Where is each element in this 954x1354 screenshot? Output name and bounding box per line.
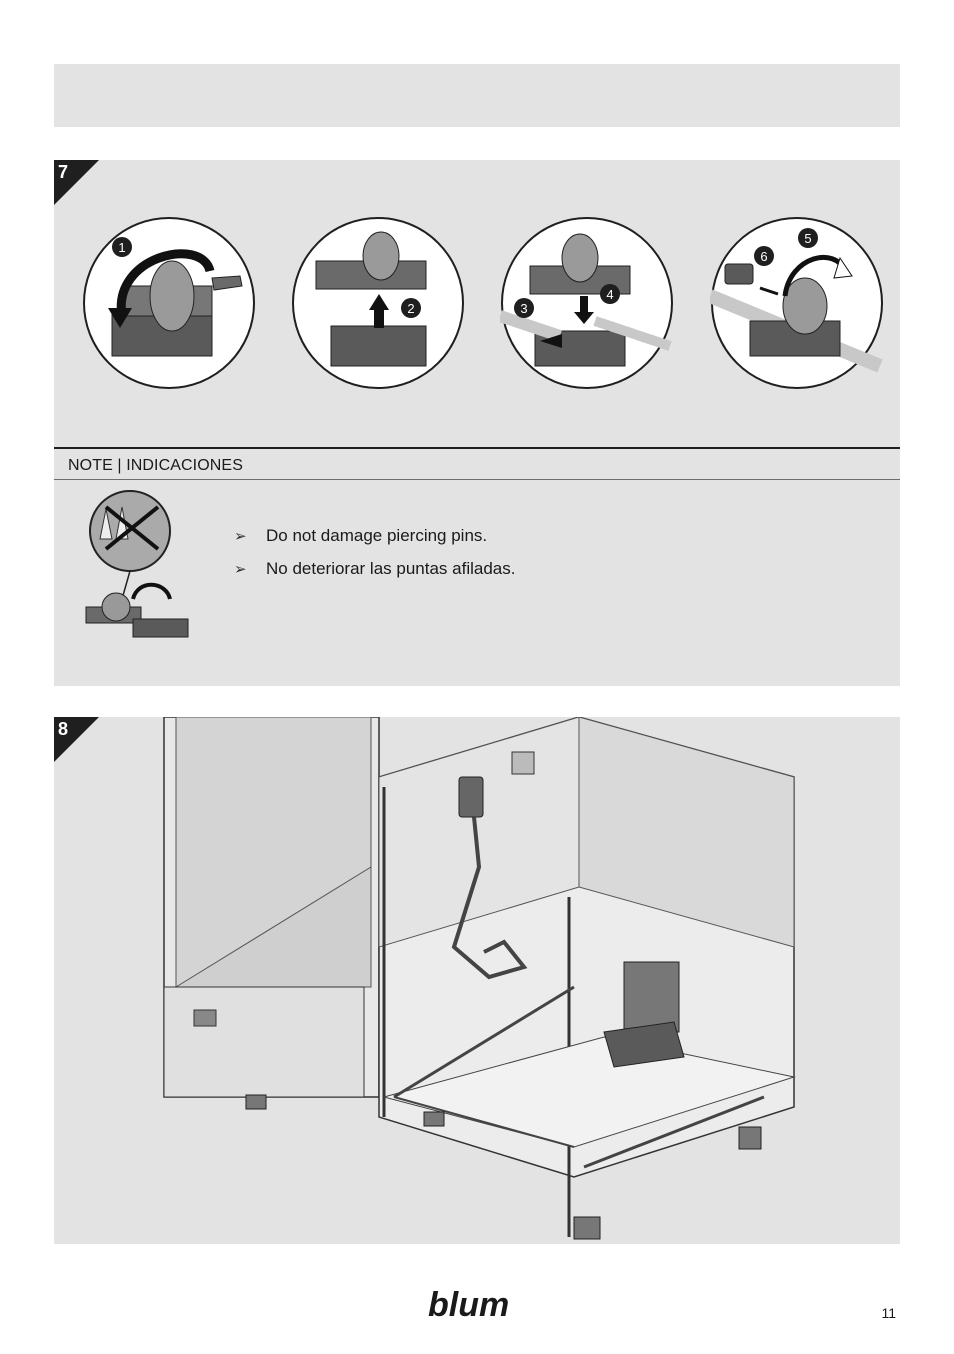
callout-2: 2: [407, 301, 414, 316]
blum-logo: blum: [428, 1286, 509, 1324]
bullet-arrow-icon: ➢: [234, 527, 247, 545]
warning-illustration: [85, 490, 189, 638]
note-bullet-text: Do not damage piercing pins.: [266, 525, 488, 545]
step-7-number: 7: [58, 162, 69, 182]
note-bullet-list: ➢ Do not damage piercing pins. ➢ No dete…: [234, 519, 515, 585]
bullet-arrow-icon: ➢: [234, 560, 247, 578]
step-7-panel: 7 1 2 3 4: [54, 160, 900, 447]
brand-name: blum: [428, 1286, 509, 1324]
step-8-panel: 8: [54, 717, 900, 1244]
illustration-insert-cable: 3 4: [500, 217, 673, 389]
page-number: 11: [881, 1305, 896, 1321]
callout-4: 4: [606, 287, 613, 302]
note-bullet: ➢ No deteriorar las puntas afiladas.: [234, 552, 515, 585]
illustration-lift-part: 2: [292, 217, 464, 389]
note-bullet: ➢ Do not damage piercing pins.: [234, 519, 515, 552]
illustration-rotate-connector: 1: [83, 217, 255, 389]
illustration-close-connector: 5 6: [710, 217, 883, 389]
step-8-number: 8: [58, 719, 69, 739]
note-header: NOTE | INDICACIONES: [54, 449, 900, 480]
step-7-badge: 7: [54, 160, 99, 205]
callout-1: 1: [118, 240, 125, 255]
note-box: NOTE | INDICACIONES ➢ Do not damage pier…: [54, 447, 900, 686]
step-8-badge: 8: [54, 717, 99, 762]
note-bullet-text: No deteriorar las puntas afiladas.: [266, 558, 516, 578]
callout-6: 6: [760, 249, 767, 264]
header-band: [54, 64, 900, 127]
cabinet-illustration: [163, 717, 796, 1240]
callout-5: 5: [804, 231, 811, 246]
callout-3: 3: [520, 301, 527, 316]
